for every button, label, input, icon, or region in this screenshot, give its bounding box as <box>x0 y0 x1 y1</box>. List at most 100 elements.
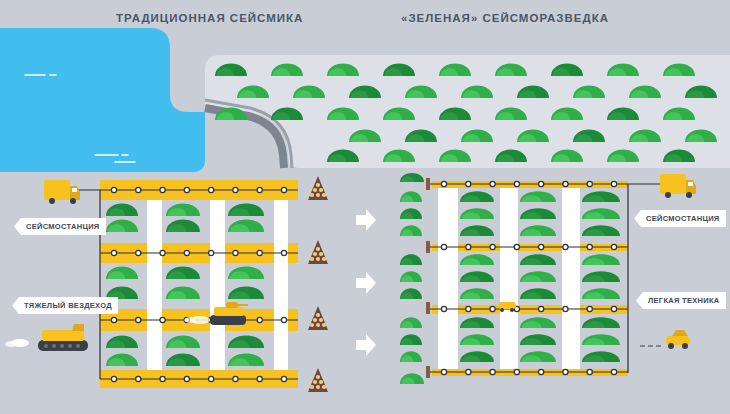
bush-highlight <box>462 258 481 265</box>
bush <box>166 286 200 299</box>
bush-highlight <box>407 90 425 98</box>
bush <box>106 203 138 216</box>
bush <box>520 208 556 219</box>
bush-highlight <box>522 195 542 202</box>
bush <box>573 129 605 142</box>
log-end <box>319 188 323 192</box>
cable <box>430 246 628 247</box>
bush <box>582 271 620 282</box>
bush-highlight <box>462 195 481 202</box>
bush <box>685 129 717 142</box>
geophone <box>281 250 286 255</box>
bush-highlight <box>584 275 605 282</box>
geophone <box>490 369 495 374</box>
bush-highlight <box>230 271 250 279</box>
bush-highlight <box>687 134 705 142</box>
bushes <box>106 63 717 384</box>
bush-highlight <box>385 68 403 76</box>
cable <box>430 183 628 184</box>
geophone <box>160 376 165 381</box>
log-piles <box>308 176 328 392</box>
bush-highlight <box>108 208 126 216</box>
bush-highlight <box>230 358 250 366</box>
geophone <box>611 369 616 374</box>
geophone <box>184 187 189 192</box>
bush-highlight <box>522 292 542 299</box>
bush <box>400 334 422 345</box>
bush-highlight <box>462 229 481 236</box>
bush-highlight <box>401 258 413 265</box>
bush-highlight <box>665 68 683 76</box>
bush-highlight <box>230 208 250 216</box>
bush <box>517 85 549 98</box>
log-end <box>310 257 314 261</box>
bush <box>166 203 200 216</box>
bush-highlight <box>168 208 187 216</box>
bush-highlight <box>217 112 235 120</box>
bush <box>460 334 494 345</box>
bush <box>271 63 303 76</box>
bush <box>461 129 493 142</box>
geophone <box>587 244 592 249</box>
bush-highlight <box>665 154 683 162</box>
bush-highlight <box>609 112 627 120</box>
geophone <box>514 369 519 374</box>
bush <box>383 107 415 120</box>
log-end <box>316 193 320 197</box>
bush <box>400 288 422 299</box>
log-end <box>316 247 320 251</box>
cleared-bands <box>100 180 298 388</box>
geophone <box>539 181 544 186</box>
geophone <box>466 369 471 374</box>
bush <box>166 219 200 232</box>
bush-highlight <box>401 355 413 362</box>
log-end <box>313 252 317 256</box>
bush <box>293 85 325 98</box>
bush <box>166 335 200 348</box>
log-end <box>322 257 326 261</box>
geophone <box>209 250 214 255</box>
bush <box>106 219 138 232</box>
bush-highlight <box>553 68 571 76</box>
bush <box>166 353 200 366</box>
bush-highlight <box>168 340 187 348</box>
bush <box>400 373 424 384</box>
bush <box>327 107 359 120</box>
log-end <box>313 318 317 322</box>
bush <box>520 254 556 265</box>
bush-highlight <box>631 90 649 98</box>
geophone <box>233 376 238 381</box>
geophone <box>209 187 214 192</box>
geophone <box>539 244 544 249</box>
bush <box>460 208 494 219</box>
geophone <box>466 306 471 311</box>
bush-highlight <box>108 271 126 279</box>
bush-highlight <box>168 358 187 366</box>
log-pile <box>308 306 328 330</box>
bush <box>400 271 422 282</box>
bush-highlight <box>168 224 187 232</box>
bush <box>460 351 494 362</box>
tag-outline <box>636 292 726 309</box>
geophone-lines <box>70 181 660 381</box>
tag-outline <box>14 218 106 235</box>
tag-outline <box>634 210 726 227</box>
bush <box>495 149 527 162</box>
bush <box>520 351 556 362</box>
geophone <box>111 187 116 192</box>
bush-highlight <box>217 68 235 76</box>
geophone <box>587 369 592 374</box>
cable <box>430 371 628 372</box>
tag-label: ТЯЖЕЛЫЙ ВЕЗДЕХОД <box>24 301 112 310</box>
bush <box>400 225 422 236</box>
bush <box>520 225 556 236</box>
bush-highlight <box>351 90 369 98</box>
bush-highlight <box>497 112 515 120</box>
heading: ТРАДИЦИОННАЯ СЕЙСМИКА <box>116 12 303 24</box>
bush-highlight <box>575 90 593 98</box>
narrow-strips <box>438 188 580 369</box>
bush-highlight <box>463 134 481 142</box>
heavy-vehicle <box>5 324 88 351</box>
geophone <box>257 317 262 322</box>
geophone <box>136 187 141 192</box>
